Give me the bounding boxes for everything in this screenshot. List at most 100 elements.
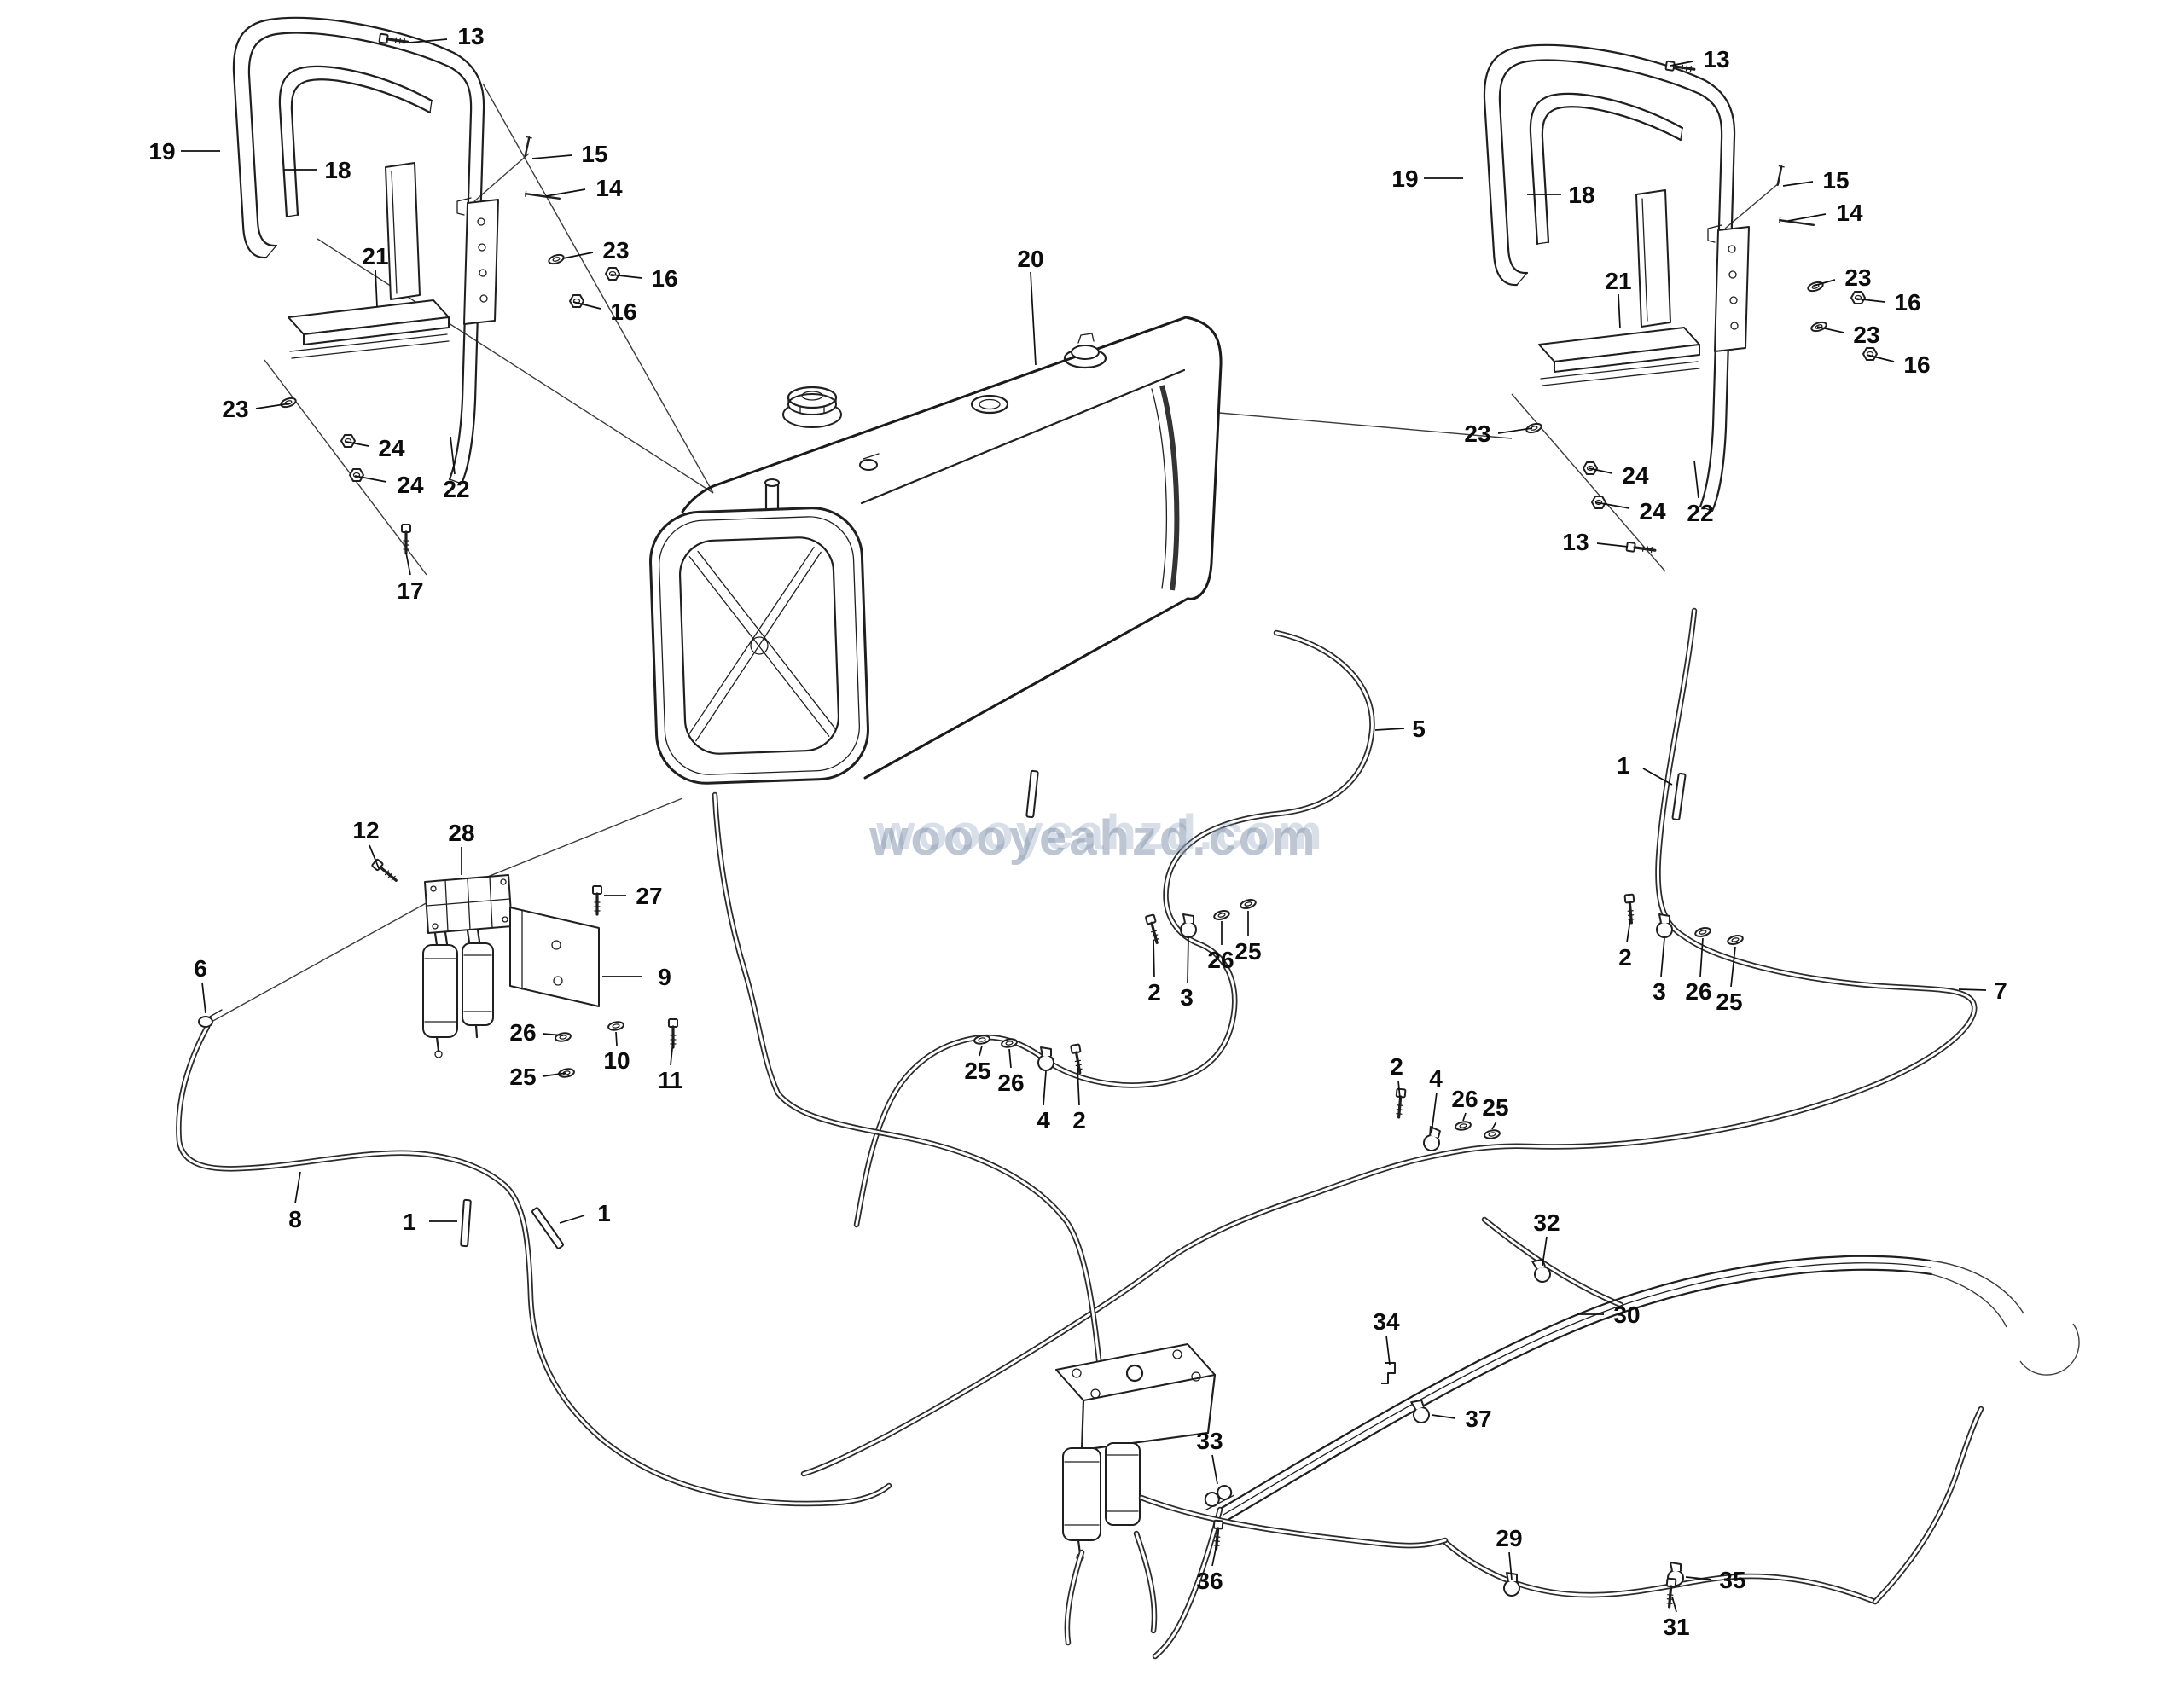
bolt-icon (591, 884, 603, 916)
callout-7: 7 (1994, 977, 2007, 1004)
leader-line (1596, 542, 1629, 548)
callout-21: 21 (362, 243, 388, 270)
callout-24: 24 (1622, 462, 1649, 489)
callout-23: 23 (1844, 264, 1871, 291)
nut-icon (1862, 347, 1878, 361)
bolt-icon (1623, 893, 1637, 925)
hose-tank-to-pump (712, 791, 1104, 1378)
callout-25: 25 (509, 1064, 536, 1090)
leader-line (1730, 946, 1736, 988)
callout-28: 28 (448, 820, 474, 846)
fuel-tank (649, 316, 1223, 785)
leader-line (1008, 1048, 1012, 1069)
callout-11: 11 (658, 1067, 683, 1093)
callout-24: 24 (378, 435, 405, 461)
callout-8: 8 (288, 1206, 302, 1232)
leader-line (1431, 1414, 1456, 1419)
callout-34: 34 (1373, 1308, 1400, 1335)
pin-icon (1774, 165, 1786, 187)
leader-line (1699, 937, 1704, 977)
strip-icon (460, 1198, 472, 1248)
callout-26: 26 (509, 1019, 536, 1046)
watermark-echo: woooyeahzd.com (875, 805, 1324, 861)
callout-35: 35 (1719, 1567, 1745, 1593)
strap-assembly-right (1483, 43, 1878, 556)
leader-line (1542, 1236, 1548, 1267)
leader-line (1693, 460, 1699, 499)
callout-25: 25 (964, 1058, 990, 1084)
callout-1: 1 (597, 1200, 611, 1226)
leader-line (1431, 1092, 1438, 1133)
callout-23: 23 (1464, 420, 1490, 447)
strap-assembly-left (232, 16, 620, 554)
leader-line (1385, 1335, 1391, 1365)
leader-line (1374, 728, 1405, 731)
leader-line (1588, 467, 1613, 474)
callout-4: 4 (1429, 1065, 1443, 1092)
callout-1: 1 (403, 1209, 416, 1235)
callout-32: 32 (1533, 1209, 1560, 1236)
leader-line (979, 1045, 983, 1057)
callout-25: 25 (1234, 938, 1261, 965)
callout-23: 23 (222, 396, 248, 422)
callout-26: 26 (1207, 947, 1234, 973)
callout-16: 16 (610, 299, 636, 325)
callout-17: 17 (397, 577, 423, 604)
leader-line (1497, 427, 1533, 434)
leader-line (1508, 1551, 1513, 1580)
callout-37: 37 (1465, 1406, 1491, 1432)
leader-line (294, 1171, 301, 1204)
callout-15: 15 (581, 141, 607, 167)
leader-line (670, 1040, 674, 1066)
callout-21: 21 (1605, 268, 1631, 294)
leader-line (1671, 1596, 1677, 1613)
callout-2: 2 (1390, 1053, 1403, 1080)
leader-line (1618, 293, 1621, 329)
leader-line (1462, 1112, 1467, 1122)
leader-line (450, 436, 456, 475)
leader-line (1958, 988, 1987, 991)
callout-30: 30 (1613, 1301, 1640, 1328)
rod-icon (524, 190, 561, 202)
washer-icon (1806, 279, 1825, 294)
callout-24: 24 (1639, 498, 1666, 525)
leader-line (545, 188, 586, 197)
callout-1: 1 (1617, 752, 1630, 779)
callout-20: 20 (1017, 246, 1043, 272)
clamp-group-center (1144, 897, 1258, 946)
leader-line (1211, 1454, 1218, 1485)
leader-line (1153, 939, 1155, 978)
washer-icon (1212, 908, 1231, 922)
leader-line (369, 844, 380, 869)
leader-line (1043, 1070, 1047, 1106)
washer-icon (1726, 933, 1745, 947)
leader-line (255, 403, 291, 409)
strip-icon (531, 1206, 565, 1250)
leader-line (559, 1215, 585, 1224)
washer-icon (554, 1031, 572, 1043)
hose-bottom-branch (1872, 1406, 1984, 1605)
nut-icon (340, 434, 356, 448)
fuel-hoses (176, 607, 1984, 1660)
clamp-icon (1037, 1046, 1054, 1071)
clamp-icon (1529, 1256, 1554, 1285)
callout-24: 24 (397, 472, 424, 498)
callout-16: 16 (1894, 289, 1920, 316)
leader-line (1626, 919, 1631, 943)
callout-18: 18 (1568, 182, 1594, 208)
callout-22: 22 (443, 476, 469, 502)
leader-line (562, 252, 594, 259)
callout-25: 25 (1716, 988, 1742, 1015)
washer-icon (1483, 1128, 1502, 1140)
leader-line (409, 38, 448, 43)
washer-icon (279, 395, 298, 410)
leader-line (1670, 61, 1693, 67)
callout-13: 13 (1703, 46, 1729, 72)
callout-33: 33 (1196, 1428, 1223, 1454)
nut-icon (569, 294, 584, 308)
callout-13: 13 (1562, 529, 1589, 555)
callout-16: 16 (651, 265, 677, 292)
callout-19: 19 (148, 138, 175, 165)
callout-6: 6 (194, 955, 207, 982)
